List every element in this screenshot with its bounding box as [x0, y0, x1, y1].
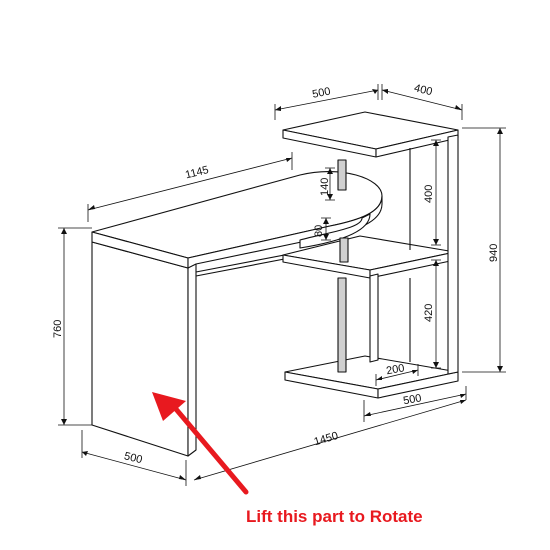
- label-overall-length: 1450: [313, 430, 340, 448]
- label-shelf-gap-lower: 420: [423, 304, 435, 322]
- arrow-head-icon: [152, 392, 186, 421]
- right-upright: [447, 134, 459, 375]
- dim-line-top-shelf-width: [274, 89, 379, 111]
- label-desk-height: 760: [52, 320, 64, 338]
- base-edge-right: [377, 371, 459, 399]
- label-swivel-lower-gap: 80: [313, 225, 325, 237]
- left-panel: [91, 241, 189, 457]
- dim-line-desk-length: [87, 157, 293, 211]
- dim-line-overall-length: [193, 399, 467, 481]
- rotate-callout: Lift this part to Rotate: [152, 392, 423, 526]
- arrow-icon: [167, 399, 249, 495]
- post-top: [337, 159, 347, 191]
- swivel-arm: [299, 213, 371, 249]
- dimension-labels: 500 400 1145 140 80 400 420 940 760 200 …: [52, 82, 500, 466]
- label-desk-depth: 500: [123, 450, 144, 466]
- label-desk-length: 1145: [184, 164, 210, 181]
- label-base-width: 500: [402, 392, 422, 407]
- dim-line-base-inner: [375, 369, 419, 381]
- post-middle: [339, 237, 349, 263]
- label-overall-height: 940: [488, 244, 500, 262]
- label-base-inner: 200: [385, 362, 405, 377]
- center-board: [369, 273, 379, 363]
- rotate-instruction: Lift this part to Rotate: [246, 507, 423, 526]
- label-top-shelf-depth: 400: [413, 82, 434, 98]
- dim-line-base-width: [363, 393, 467, 417]
- dim-line-desk-depth: [81, 451, 187, 481]
- label-shelf-gap-upper: 400: [423, 185, 435, 203]
- dimension-arrowheads: [61, 89, 503, 480]
- label-swivel-upper-gap: 140: [319, 178, 331, 196]
- dim-line-top-shelf-depth: [381, 89, 463, 111]
- desk-outline: [91, 111, 459, 457]
- post-bottom: [337, 277, 347, 373]
- label-top-shelf-width: 500: [311, 85, 331, 100]
